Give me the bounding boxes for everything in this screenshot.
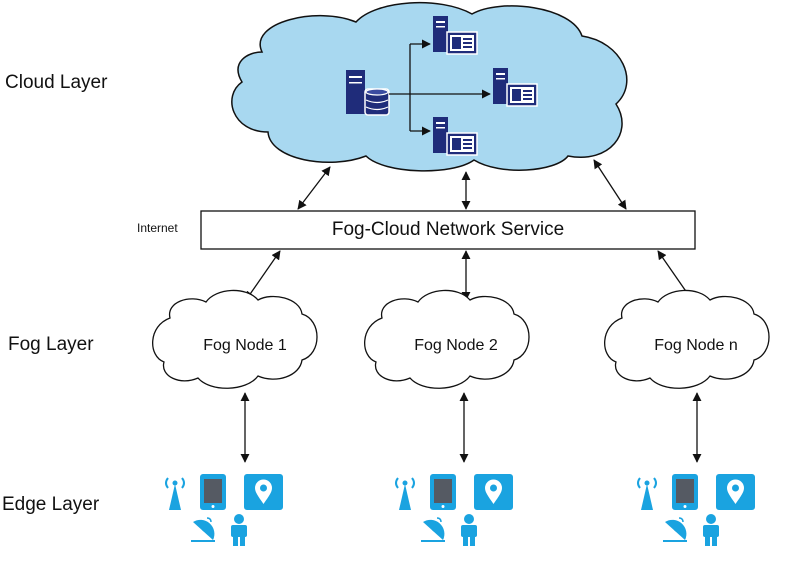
fog-node-2-label: Fog Node 2 [414, 337, 498, 354]
fog-node-1-label: Fog Node 1 [203, 337, 287, 354]
cloud-layer-cloud [231, 1, 628, 172]
fog-node-1: Fog Node 1 [152, 289, 318, 389]
edge-device-group-n [637, 473, 756, 547]
network-service-bar [200, 210, 696, 250]
fog-edge-arrows [240, 392, 702, 463]
cloud-network-arrows [297, 159, 627, 210]
fog-layer-label: Fog Layer [8, 334, 94, 355]
network-fog-arrows [245, 250, 693, 301]
edge-device-group-2 [395, 473, 514, 547]
internet-label: Internet [137, 221, 178, 235]
edge-device-group-1 [165, 473, 284, 547]
fog-node-n-label: Fog Node n [654, 337, 738, 354]
fog-node-2: Fog Node 2 [364, 289, 530, 389]
edge-layer-label: Edge Layer [2, 494, 100, 515]
cloud-internal-arrows [389, 39, 491, 136]
database-server-icon [346, 70, 390, 116]
fog-node-n: Fog Node n [604, 289, 770, 389]
network-service-label: Fog-Cloud Network Service [332, 219, 564, 240]
cloud-layer-label: Cloud Layer [5, 72, 108, 93]
